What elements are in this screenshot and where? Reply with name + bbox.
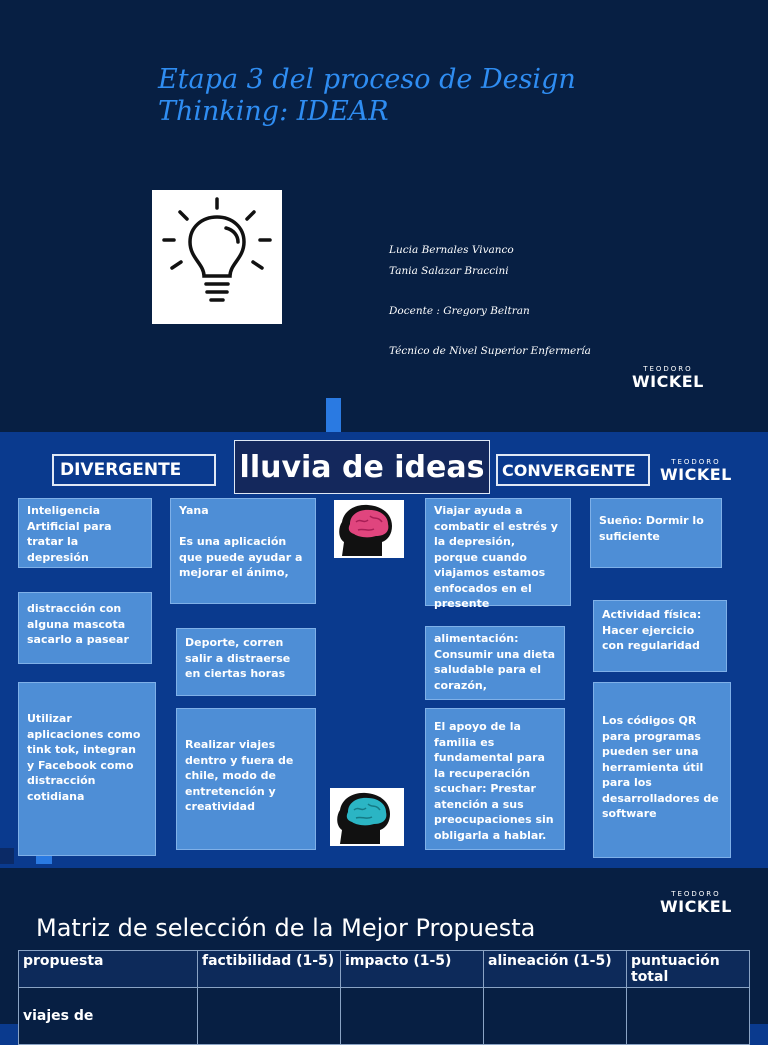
idea-note: distracción con alguna mascota sacarlo a… [18,592,152,664]
idea-note: Los códigos QR para programas pueden ser… [593,682,731,858]
table-cell [626,987,750,1045]
table-header-row: propuesta factibilidad (1-5) impacto (1-… [18,950,750,988]
idea-note: alimentación: Consumir una dieta saludab… [425,626,565,700]
author-1: Lucia Bernales Vivanco [389,244,514,256]
teodoro-wickel-logo: TEODORO WICKEL [632,365,704,391]
table-row: viajes de [18,987,750,1045]
table-cell: viajes de [18,987,198,1045]
title-line-2: Thinking: IDEAR [158,96,389,127]
idea-note: Realizar viajes dentro y fuera de chile,… [176,708,316,850]
table-cell [340,987,484,1045]
brainstorm-title: lluvia de ideas [234,440,490,494]
column-header: propuesta [18,950,198,988]
teodoro-wickel-logo: TEODORO WICKEL [660,890,732,916]
table-cell [197,987,341,1045]
title-slide: Etapa 3 del proceso de Design Thinking: … [0,0,768,432]
idea-note: Inteligencia Artificial para tratar la d… [18,498,152,568]
idea-note: Actividad física: Hacer ejercicio con re… [593,600,727,672]
carrera-label: Técnico de Nivel Superior Enfermería [389,345,591,357]
selection-matrix-table: propuesta factibilidad (1-5) impacto (1-… [18,950,750,1045]
idea-note: Viajar ayuda a combatir el estrés y la d… [425,498,571,610]
convergente-label: CONVERGENTE [496,454,650,486]
matrix-slide: TEODORO WICKEL Matriz de selección de la… [0,868,768,1045]
title-line-1: Etapa 3 del proceso de Design [158,64,576,95]
accent-bar [326,398,341,432]
matrix-title: Matriz de selección de la Mejor Propuest… [36,914,536,942]
lightbulb-icon [152,190,282,324]
idea-note: Deporte, corren salir a distraerse en ci… [176,628,316,696]
table-cell [483,987,627,1045]
accent-bar [0,848,14,864]
idea-note: Sueño: Dormir lo suficiente [590,498,722,568]
column-header: puntuación total [626,950,750,988]
brain-pink-icon [334,500,404,558]
author-2: Tania Salazar Braccini [389,265,509,277]
idea-note: El apoyo de la familia es fundamental pa… [425,708,565,850]
teodoro-wickel-logo: TEODORO WICKEL [660,458,732,484]
idea-note: Yana Es una aplicación que puede ayudar … [170,498,316,604]
slide-title: Etapa 3 del proceso de Design Thinking: … [158,64,658,128]
brain-teal-icon [330,788,404,846]
divergente-label: DIVERGENTE [52,454,216,486]
accent-bar [36,856,52,864]
column-header: alineación (1-5) [483,950,627,988]
docente-label: Docente : Gregory Beltran [389,305,530,317]
brainstorm-slide: DIVERGENTE lluvia de ideas CONVERGENTE T… [0,432,768,868]
column-header: impacto (1-5) [340,950,484,988]
column-header: factibilidad (1-5) [197,950,341,988]
idea-note: Utilizar aplicaciones como tink tok, int… [18,682,156,856]
